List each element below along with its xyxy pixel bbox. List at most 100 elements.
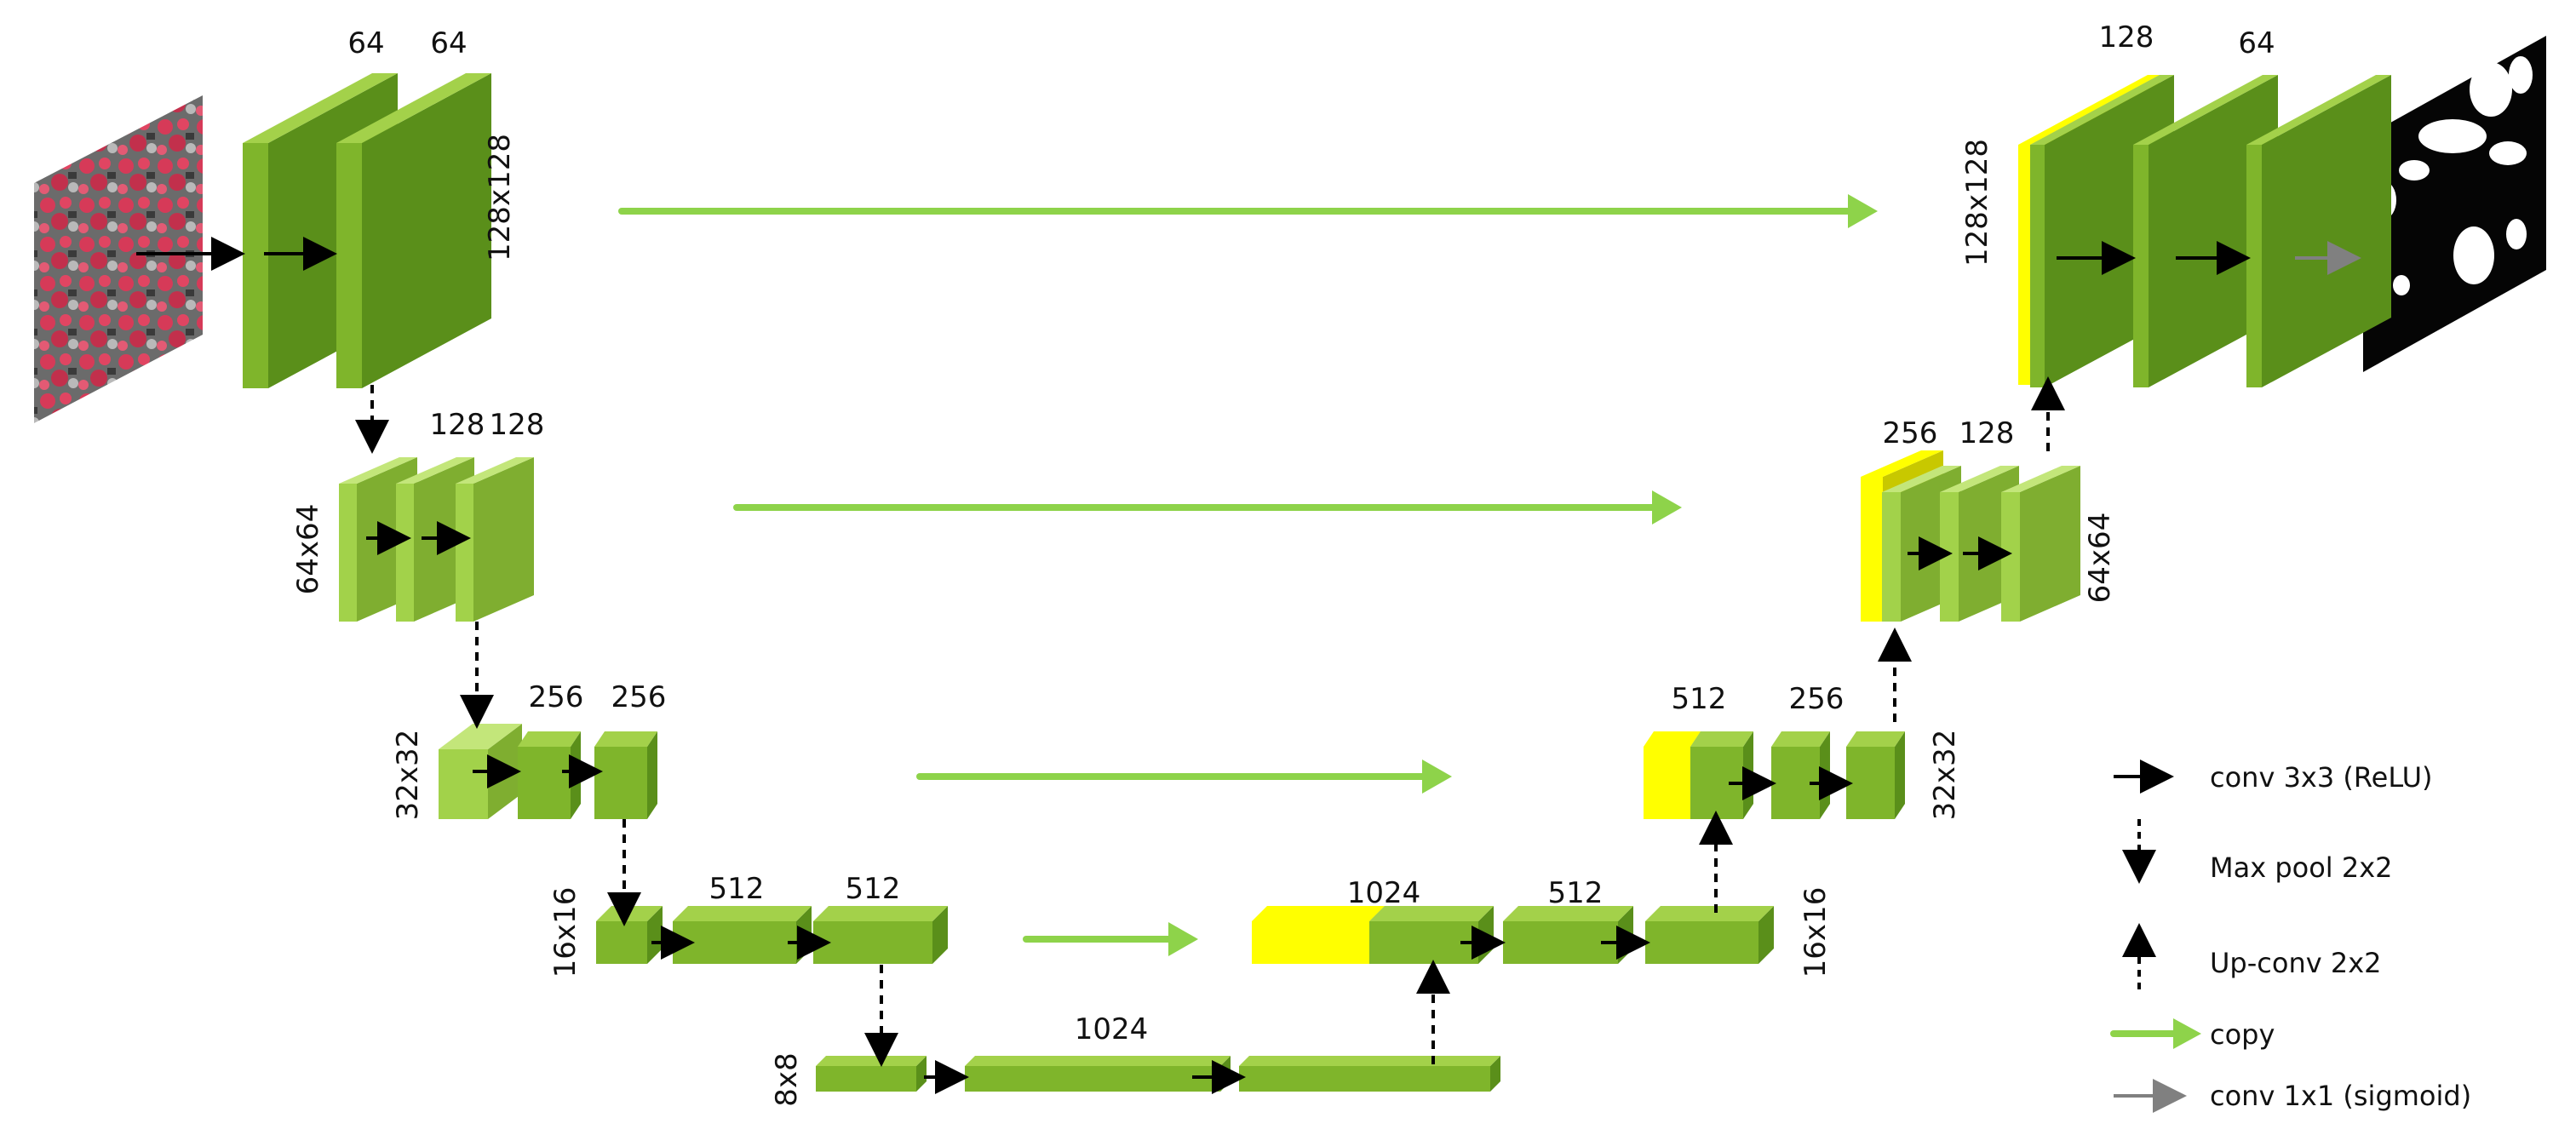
dec4-resolution: 16x16 bbox=[1799, 887, 1833, 978]
enc2-block-1-top bbox=[339, 457, 417, 484]
dec2-block-1-top bbox=[1882, 466, 1961, 492]
dec2-block-3 bbox=[2001, 466, 2080, 622]
dec3-block-1-top bbox=[1690, 731, 1753, 747]
enc1-resolution: 128x128 bbox=[483, 134, 517, 261]
legend: conv 3x3 (ReLU) Max pool 2x2 Up-conv 2x2… bbox=[2110, 760, 2471, 1113]
dec1-copied-block-top bbox=[2018, 75, 2160, 145]
dec3-block-3-side bbox=[1895, 731, 1905, 819]
enc2-block-2-top bbox=[396, 457, 474, 484]
dec4-block-1 bbox=[1369, 906, 1494, 964]
dec4-block-2-top bbox=[1503, 906, 1633, 921]
enc3-block-1-face bbox=[439, 749, 488, 819]
bottleneck-block-2-face bbox=[965, 1066, 1220, 1092]
dec4-block-2-face bbox=[1503, 921, 1618, 964]
dec3-copied-block-top bbox=[1644, 731, 1701, 747]
dec1-block-3-side bbox=[2262, 75, 2391, 387]
enc4-block-2-top bbox=[673, 906, 812, 921]
dec3-block-3 bbox=[1846, 731, 1905, 819]
enc1-block-2 bbox=[336, 73, 491, 388]
enc2-channels-2: 128 bbox=[490, 408, 545, 442]
enc2-block-3-top bbox=[456, 457, 534, 484]
dec4-block-2 bbox=[1503, 906, 1633, 964]
dec1-resolution: 128x128 bbox=[1960, 139, 1994, 267]
enc2-block-3-side bbox=[473, 457, 534, 622]
dec3-block-1-side bbox=[1743, 731, 1753, 819]
dec1-block-2-face bbox=[2133, 145, 2149, 387]
dec1-block-1-face bbox=[2030, 145, 2045, 387]
enc4-block-3-side bbox=[932, 906, 948, 964]
bottleneck-block-1-face bbox=[816, 1066, 916, 1092]
enc4-block-3-top bbox=[813, 906, 948, 921]
enc2-block-1-face bbox=[339, 484, 357, 622]
enc1-block-2-face bbox=[336, 143, 362, 388]
enc3-block-2-face bbox=[518, 747, 571, 819]
enc4-resolution: 16x16 bbox=[548, 887, 582, 978]
dec3-copied-block-face bbox=[1644, 747, 1690, 819]
input-image bbox=[34, 95, 203, 423]
enc1-block-1-face bbox=[243, 143, 268, 388]
enc3-block-2-top bbox=[518, 731, 581, 747]
dec2-resolution: 64x64 bbox=[2083, 513, 2117, 604]
dec1-block-2-side bbox=[2149, 75, 2278, 387]
copy-arrow-level4 bbox=[1023, 922, 1198, 956]
dec1-block-1-top bbox=[2030, 75, 2174, 145]
enc4-block-1-side bbox=[647, 906, 663, 964]
dec2-block-2-top bbox=[1940, 466, 2019, 492]
copy-arrow-level1 bbox=[618, 194, 1878, 228]
enc1-block-2-top bbox=[336, 73, 491, 143]
dec3-channels-2: 256 bbox=[1789, 682, 1845, 716]
dec2-copied-block-face bbox=[1861, 477, 1883, 622]
dec2-block-2-face bbox=[1940, 492, 1959, 622]
dec4-block-1-top bbox=[1369, 906, 1494, 921]
enc3-channels-1: 256 bbox=[529, 680, 584, 714]
legend-copy-arrow bbox=[2110, 1018, 2201, 1049]
dec2-block-1-face bbox=[1882, 492, 1901, 622]
dec1-channels-1: 128 bbox=[2099, 20, 2154, 54]
dec2-channels-1: 256 bbox=[1883, 416, 1938, 450]
enc4-block-1-face bbox=[596, 921, 647, 964]
dec1-block-3-top bbox=[2246, 75, 2391, 145]
enc3-block-3-face bbox=[594, 747, 647, 819]
legend-conv-label: conv 3x3 (ReLU) bbox=[2210, 761, 2433, 794]
enc2-block-3 bbox=[456, 457, 534, 622]
enc2-block-2-face bbox=[396, 484, 414, 622]
dec2-block-3-top bbox=[2001, 466, 2080, 492]
dec1-block-2-top bbox=[2133, 75, 2278, 145]
dec1-copied-block-face bbox=[2018, 145, 2030, 385]
legend-upconv-label: Up-conv 2x2 bbox=[2210, 947, 2382, 979]
bottleneck-block-1-side bbox=[916, 1056, 927, 1092]
enc4-channels-2: 512 bbox=[846, 872, 901, 906]
bottleneck-block-3 bbox=[1239, 1056, 1500, 1092]
enc4-block-2-face bbox=[673, 921, 796, 964]
enc3-block-3-side bbox=[647, 731, 657, 819]
dec2-block-3-face bbox=[2001, 492, 2020, 622]
enc2-block-3-face bbox=[456, 484, 473, 622]
dec3-block-1-face bbox=[1690, 747, 1743, 819]
dec3-block-2-top bbox=[1771, 731, 1830, 747]
legend-copy-label: copy bbox=[2210, 1018, 2275, 1051]
enc3-block-3-top bbox=[594, 731, 657, 747]
bottleneck-block-2-top bbox=[965, 1056, 1231, 1066]
dec3-resolution: 32x32 bbox=[1928, 730, 1962, 821]
enc3-channels-2: 256 bbox=[611, 680, 667, 714]
dec4-block-3 bbox=[1645, 906, 1774, 964]
enc3-block-3 bbox=[594, 731, 657, 819]
bottleneck-block-1-top bbox=[816, 1056, 927, 1066]
enc4-block-3-face bbox=[813, 921, 932, 964]
legend-pool-label: Max pool 2x2 bbox=[2210, 851, 2393, 884]
dec3-channels-1: 512 bbox=[1672, 682, 1727, 716]
dec3-block-2-side bbox=[1820, 731, 1830, 819]
bottleneck-block-3-top bbox=[1239, 1056, 1500, 1066]
dec4-block-3-face bbox=[1645, 921, 1758, 964]
enc4-block-3 bbox=[813, 906, 948, 964]
enc1-channels-1: 64 bbox=[347, 26, 384, 60]
dec1-block-3 bbox=[2246, 75, 2391, 387]
dec4-channels-2: 512 bbox=[1548, 876, 1604, 910]
enc2-channels-1: 128 bbox=[430, 408, 485, 442]
dec3-block-2 bbox=[1771, 731, 1830, 819]
enc4-block-1 bbox=[596, 906, 663, 964]
enc1-channels-2: 64 bbox=[430, 26, 467, 60]
copy-arrow-level2 bbox=[733, 490, 1682, 525]
dec4-copied-block-top bbox=[1252, 906, 1385, 921]
